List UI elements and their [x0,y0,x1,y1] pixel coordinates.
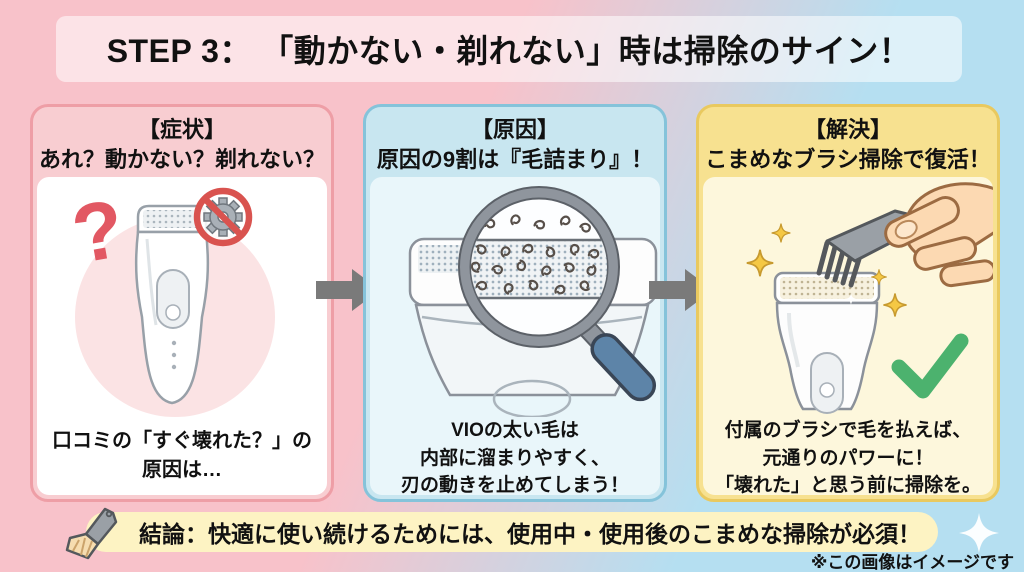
panel-solution-caption: 付属のブラシで毛を払えば、 元通りのパワーに！ 「壊れた」と思う前に掃除を。 [714,420,981,495]
sparkle-icon [959,513,999,553]
magnified-hair-clog [471,213,607,300]
panel-symptom-headline: あれ？動かない？剃れない？ [38,147,325,172]
question-mark-icon: ? [66,183,131,281]
panel-symptom-tag: 【症状】 [137,117,226,143]
shaver-illustration [773,271,881,414]
conclusion-bar: 結論：快適に使い続けるためには、使用中・使用後のこまめな掃除が必須！ [65,507,938,560]
panel-cause-caption: VIOの太い毛は 内部に溜まりやすく、 刃の動きを止めてしまう！ [400,420,629,495]
clogged-foil-magnifier-illustration [408,186,658,417]
panel-solution-body: 付属のブラシで毛を払えば、 元通りのパワーに！ 「壊れた」と思う前に掃除を。 [703,177,993,495]
conclusion-text: 結論：快適に使い続けるためには、使用中・使用後のこまめな掃除が必須！ [139,521,921,547]
panel-cause: 【原因】 原因の9割は『毛詰まり』！ [363,104,667,502]
panel-symptom-header: 【症状】 あれ？動かない？剃れない？ [33,107,331,177]
check-icon [891,333,969,399]
hand-illustration [884,182,993,288]
panel-symptom-body: ? [37,177,327,495]
panel-cause-body: VIOの太い毛は 内部に溜まりやすく、 刃の動きを止めてしまう！ [370,177,660,495]
panel-solution-headline: こまめなブラシ掃除で復活！ [705,147,991,172]
page-title: STEP 3： 「動かない・剃れない」時は掃除のサイン！ [106,33,912,69]
hand-brushing-shaver-illustration [745,182,993,414]
page-title-bar: STEP 3： 「動かない・剃れない」時は掃除のサイン！ [56,16,962,82]
shaver-illustration [134,204,210,405]
panel-symptom-caption: 口コミの「すぐ壊れた？」の 原因は… [52,430,312,481]
shaver-question-illustration: ? [66,183,275,417]
panel-symptom: 【症状】 あれ？動かない？剃れない？ ? [30,104,334,502]
panel-solution-header: 【解決】 こまめなブラシ掃除で復活！ [699,107,997,177]
panel-cause-header: 【原因】 原因の9割は『毛詰まり』！ [366,107,664,177]
panel-cause-tag: 【原因】 [470,117,559,143]
cleaning-brush-icon [65,507,118,560]
image-disclaimer: ※この画像はイメージです [810,553,1014,572]
panel-cause-headline: 原因の9割は『毛詰まり』！ [376,147,654,172]
no-gear-icon [193,187,253,247]
panel-solution: 【解決】 こまめなブラシ掃除で復活！ [696,104,1000,502]
magnifier-icon [458,186,657,402]
panel-solution-tag: 【解決】 [803,117,892,143]
